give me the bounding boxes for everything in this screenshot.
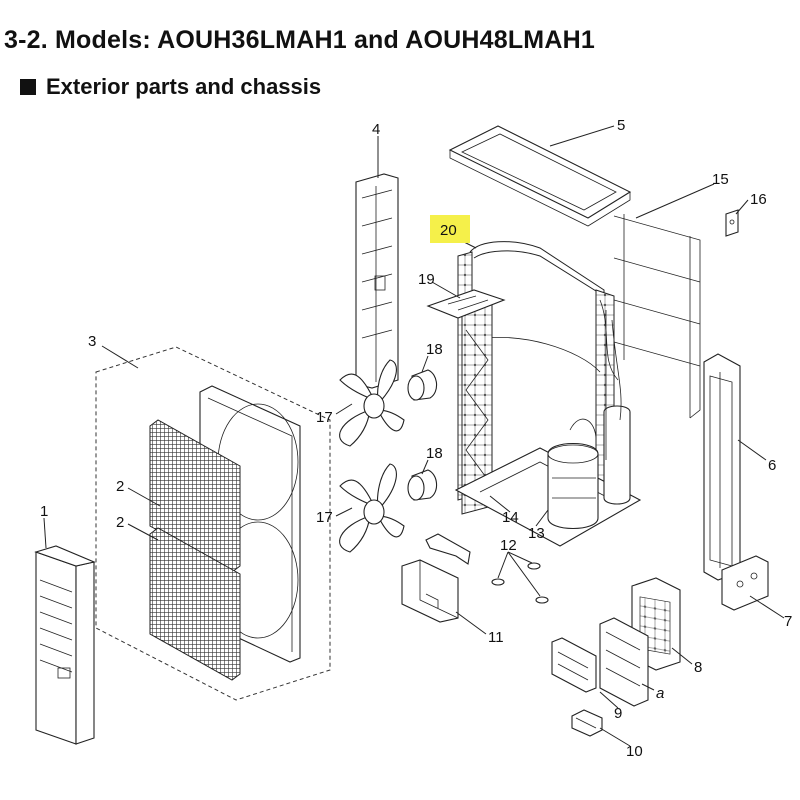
callout-1: 1 bbox=[40, 503, 48, 520]
callout-a: a bbox=[656, 685, 664, 702]
highlight-box bbox=[430, 215, 470, 243]
page-title: 3-2. Models: AOUH36LMAH1 and AOUH48LMAH1 bbox=[4, 26, 595, 54]
part-front-panel bbox=[34, 545, 96, 745]
callout-17a: 17 bbox=[316, 409, 333, 426]
section-heading: Exterior parts and chassis bbox=[20, 74, 321, 100]
part-left-side-panel bbox=[355, 173, 399, 389]
part-reactor bbox=[571, 709, 603, 737]
callout-2b: 2 bbox=[116, 514, 124, 531]
part-lower-fan-motor bbox=[407, 469, 438, 501]
callout-12: 12 bbox=[500, 537, 517, 554]
section-heading-text: Exterior parts and chassis bbox=[46, 74, 322, 99]
callout-18b: 18 bbox=[426, 445, 443, 462]
callout-18a: 18 bbox=[426, 341, 443, 358]
callout-10: 10 bbox=[626, 743, 643, 760]
part-small-bracket bbox=[725, 209, 739, 237]
black-square-icon bbox=[20, 79, 36, 95]
part-top-panel bbox=[448, 125, 632, 227]
part-mounting-plate bbox=[721, 555, 769, 611]
callout-8: 8 bbox=[694, 659, 702, 676]
callout-13: 13 bbox=[528, 525, 545, 542]
callout-2a: 2 bbox=[116, 478, 124, 495]
part-terminal-cover bbox=[401, 559, 459, 623]
part-right-side-panel bbox=[703, 353, 741, 581]
callout-labels: 1 2 2 3 4 5 6 7 8 9 10 11 12 13 14 15 16… bbox=[40, 117, 792, 760]
part-motor-bracket-top bbox=[426, 289, 506, 319]
part-upper-fan-motor bbox=[407, 369, 438, 401]
callout-5: 5 bbox=[617, 117, 625, 134]
callout-14: 14 bbox=[502, 509, 519, 526]
callout-7: 7 bbox=[784, 613, 792, 630]
leader-lines bbox=[43, 125, 785, 747]
callout-3: 3 bbox=[88, 333, 96, 350]
callout-6: 6 bbox=[768, 457, 776, 474]
callout-11: 11 bbox=[488, 629, 504, 646]
part-motor-bracket-lower bbox=[425, 533, 471, 565]
callout-20: 20 bbox=[440, 222, 457, 239]
part-grille-frame-group bbox=[95, 346, 331, 701]
part-filter-board bbox=[551, 637, 597, 693]
callout-19: 19 bbox=[418, 271, 435, 288]
callout-15: 15 bbox=[712, 171, 729, 188]
callout-4: 4 bbox=[372, 121, 380, 138]
part-pcb-bracket-a bbox=[599, 617, 649, 707]
callout-16: 16 bbox=[750, 191, 767, 208]
part-upper-fan bbox=[339, 359, 405, 447]
part-rubber-feet bbox=[491, 562, 549, 604]
part-chassis-assembly bbox=[454, 241, 642, 547]
callout-9: 9 bbox=[614, 705, 622, 722]
callout-17b: 17 bbox=[316, 509, 333, 526]
part-lower-fan bbox=[339, 463, 405, 553]
part-rear-guard bbox=[613, 214, 701, 419]
